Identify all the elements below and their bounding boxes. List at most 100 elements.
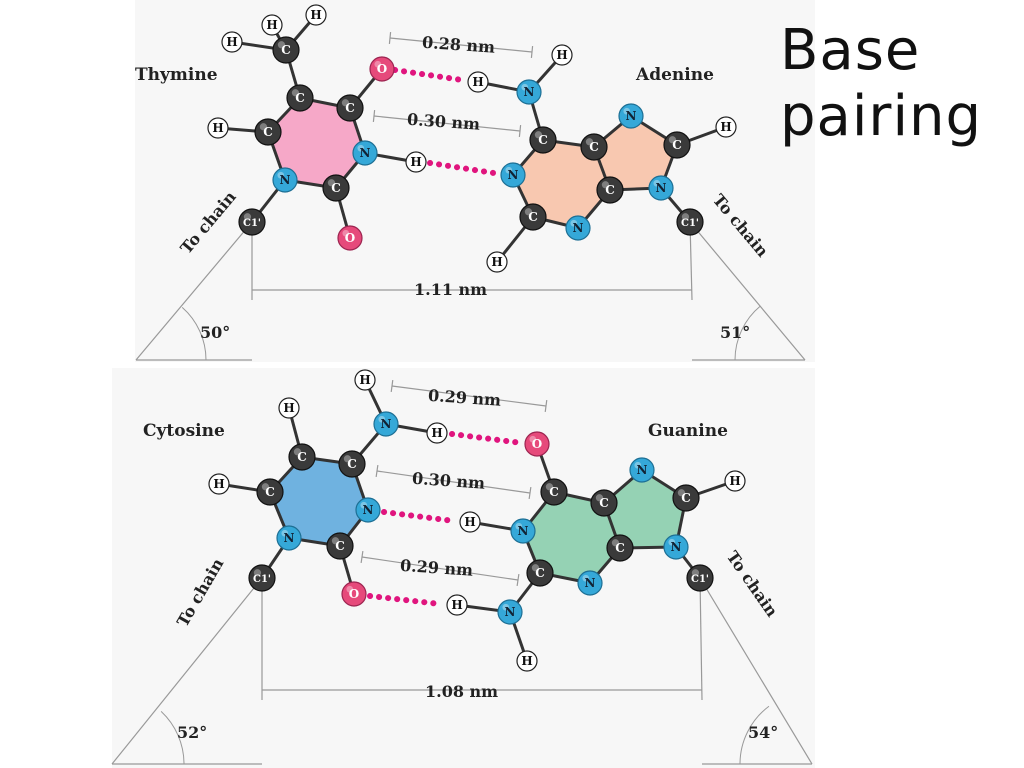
- gc-left-chain-line: [111, 577, 263, 765]
- nitrogen-atom: N: [272, 167, 298, 193]
- nitrogen-atom: N: [510, 518, 536, 544]
- carbon-atom-sphere: [326, 532, 354, 560]
- gc-left-angle-label: 52°: [177, 723, 207, 742]
- carbon-atom-letter: C: [681, 491, 691, 505]
- hydrogen-atom-sphere: [486, 251, 508, 273]
- hydrogen-atom-letter: H: [720, 120, 731, 134]
- gc-right-angle-arc: [739, 705, 770, 765]
- oxygen-atom-letter: O: [532, 437, 542, 451]
- hydrogen-atom-sphere: [426, 422, 448, 444]
- carbon-atom-letter: C: [297, 450, 307, 464]
- anomeric-carbon-atom: C1': [686, 564, 714, 592]
- hydrogen-atom-sphere: [405, 151, 427, 173]
- carbon-atom-highlight: [291, 89, 300, 97]
- carbon-atom: C: [606, 534, 634, 562]
- oxygen-atom-highlight: [374, 60, 382, 68]
- nitrogen-atom-highlight: [515, 522, 523, 530]
- base-ring-fill: [604, 470, 686, 548]
- nitrogen-atom: N: [565, 215, 591, 241]
- at-left-angle-label: 50°: [200, 323, 230, 342]
- nitrogen-atom-letter: N: [637, 463, 648, 477]
- hydrogen-atom: H: [208, 473, 230, 495]
- nitrogen-atom-letter: N: [381, 417, 392, 431]
- gc-span-label: 1.08 nm: [425, 682, 498, 701]
- nitrogen-atom: N: [355, 497, 381, 523]
- hydrogen-atom: H: [221, 31, 243, 53]
- carbon-atom-sphere: [540, 478, 568, 506]
- gc-right-angle-label: 54°: [748, 723, 778, 742]
- hydrogen-atom-letter: H: [359, 373, 370, 387]
- nitrogen-atom-sphere: [648, 175, 674, 201]
- nitrogen-atom: N: [663, 534, 689, 560]
- anomeric-carbon-atom-sphere: [238, 208, 266, 236]
- carbon-atom-letter: C: [589, 140, 599, 154]
- gc-distance-label-2: 0.30 nm: [411, 469, 485, 493]
- nitrogen-atom-letter: N: [508, 168, 519, 182]
- nitrogen-atom-sphere: [629, 457, 655, 483]
- nitrogen-atom-letter: N: [280, 173, 291, 187]
- hydrogen-atom-sphere: [208, 473, 230, 495]
- at-distance-measure-1-tick: [530, 45, 534, 59]
- hydrogen-atom: H: [278, 397, 300, 419]
- gc-distance-measure-2: [376, 470, 531, 494]
- base-ring-fill: [268, 98, 365, 188]
- gc-distance-measure-3-tick: [360, 550, 364, 564]
- carbon-atom: C: [288, 443, 316, 471]
- anomeric-carbon-atom-highlight: [253, 569, 262, 577]
- carbon-atom-letter: C: [345, 101, 355, 115]
- hydrogen-atom-letter: H: [729, 474, 740, 488]
- hydrogen-atom: H: [446, 594, 468, 616]
- carbon-atom-sphere: [336, 94, 364, 122]
- carbon-atom-sphere: [672, 484, 700, 512]
- gc-distance-measure-1-tick: [390, 379, 394, 393]
- nitrogen-atom-sphere: [500, 162, 526, 188]
- gc-distance-label-1: 0.29 nm: [427, 386, 501, 410]
- nitrogen-atom-highlight: [668, 538, 676, 546]
- carbon-atom-sphere: [596, 176, 624, 204]
- at-distance-measure-1: [389, 37, 533, 53]
- carbon-atom-letter: C: [281, 43, 291, 57]
- hydrogen-atom-sphere: [446, 594, 468, 616]
- at-right-angle-arc: [734, 305, 761, 361]
- nitrogen-atom-sphere: [373, 411, 399, 437]
- hydrogen-bond: [427, 160, 503, 177]
- hydrogen-atom-letter: H: [212, 121, 223, 135]
- carbon-atom-sphere: [272, 36, 300, 64]
- carbon-atom-highlight: [611, 539, 620, 547]
- hydrogen-atom-sphere: [278, 397, 300, 419]
- hydrogen-atom-sphere: [715, 116, 737, 138]
- anomeric-carbon-atom-letter: C1': [681, 218, 699, 229]
- gc-right-chain-label: To chain: [723, 547, 782, 620]
- hydrogen-atom: H: [405, 151, 427, 173]
- gc-left-angle-arc: [160, 710, 185, 765]
- carbon-atom-highlight: [531, 564, 540, 572]
- carbon-atom-highlight: [668, 136, 677, 144]
- carbon-atom-letter: C: [672, 138, 682, 152]
- oxygen-atom-highlight: [346, 585, 354, 593]
- nitrogen-atom: N: [373, 411, 399, 437]
- oxygen-atom-sphere: [341, 581, 367, 607]
- carbon-atom-highlight: [524, 208, 533, 216]
- nitrogen-atom-letter: N: [573, 221, 584, 235]
- at-distance-label-2: 0.30 nm: [406, 110, 480, 134]
- carbon-atom-sphere: [580, 133, 608, 161]
- carbon-atom: C: [580, 133, 608, 161]
- hydrogen-atom-sphere: [551, 44, 573, 66]
- nitrogen-atom-highlight: [521, 83, 529, 91]
- hydrogen-atom-letter: H: [464, 515, 475, 529]
- anomeric-carbon-atom: C1': [676, 208, 704, 236]
- nitrogen-atom-letter: N: [656, 181, 667, 195]
- gc-distance-measure-2-tick: [375, 464, 379, 478]
- carbon-atom-sphere: [663, 131, 691, 159]
- hydrogen-atom: H: [486, 251, 508, 273]
- nitrogen-atom-sphere: [516, 79, 542, 105]
- oxygen-atom-sphere: [524, 431, 550, 457]
- at-distance-measure-2: [373, 115, 521, 132]
- carbon-atom-letter: C: [295, 91, 305, 105]
- hydrogen-atom: H: [261, 14, 283, 36]
- carbon-atom: C: [326, 532, 354, 560]
- gc-distance-measure-3-tick: [516, 573, 520, 587]
- nitrogen-atom-sphere: [618, 103, 644, 129]
- nitrogen-atom: N: [500, 162, 526, 188]
- at-distance-measure-2-tick: [372, 109, 376, 123]
